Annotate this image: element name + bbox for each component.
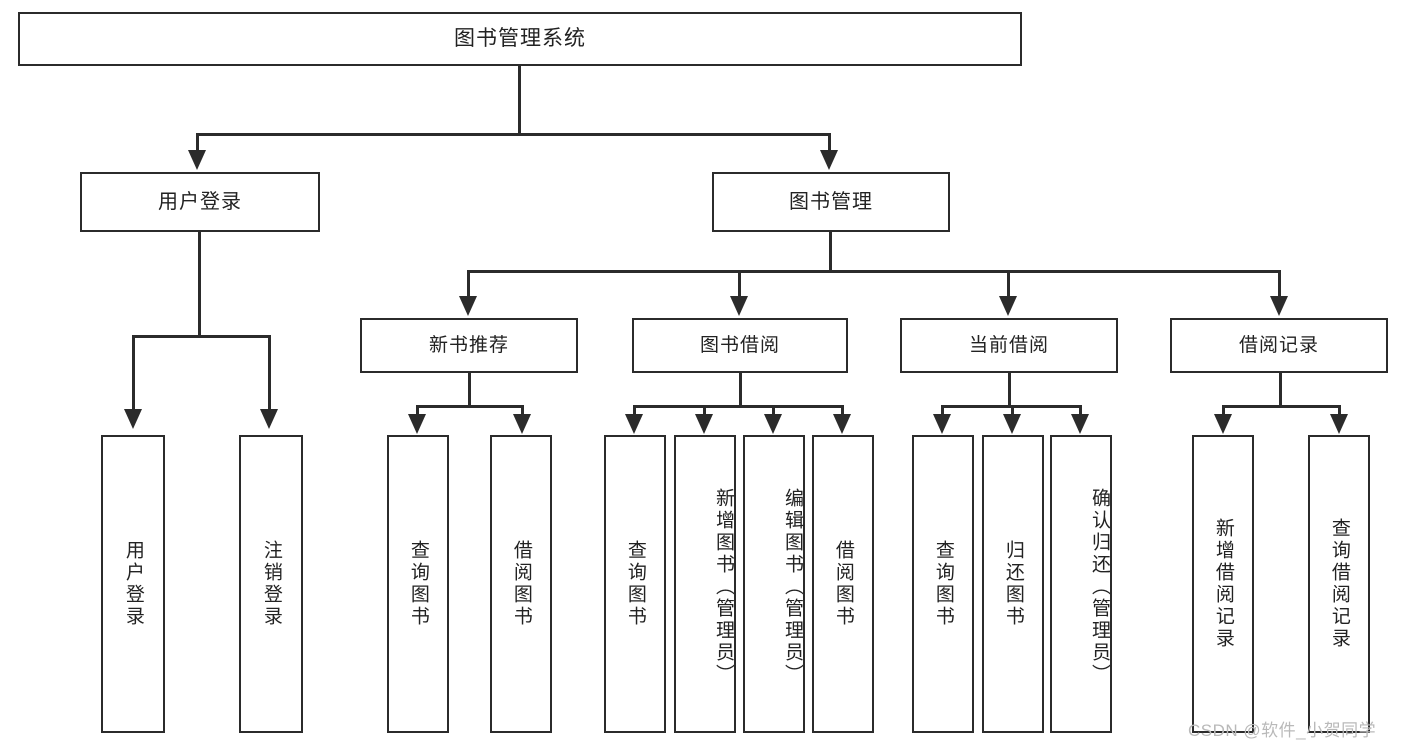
connector-book-borrow-to-leaf-1 (633, 405, 636, 419)
connector-current-borrow-to-leaf-3 (1079, 405, 1082, 419)
arrowhead-book-borrow-leaf-3 (764, 414, 782, 434)
node-label: 查询图书 (407, 540, 429, 628)
node-leaf-query-book-new-rec[interactable]: 查询图书 (387, 435, 449, 733)
arrowhead-root-to-user-login (188, 150, 206, 170)
arrowhead-book-borrow-leaf-2 (695, 414, 713, 434)
connector-book-manage-to-new-book-rec (467, 270, 470, 300)
connector-root-to-book-manage (828, 133, 831, 155)
node-label: 借阅图书 (832, 540, 854, 628)
node-leaf-borrow-book-borrow[interactable]: 借阅图书 (812, 435, 874, 733)
connector-book-manage-to-current-borrow (1007, 270, 1010, 300)
node-label: 借阅记录 (1238, 334, 1319, 356)
arrowhead-user-login-leaf-2 (260, 409, 278, 429)
connector-user-login-stem (198, 232, 201, 337)
node-leaf-query-borrow-record[interactable]: 查询借阅记录 (1308, 435, 1370, 733)
connector-current-borrow-stem (1008, 373, 1011, 407)
arrowhead-book-manage-book-borrow (730, 296, 748, 316)
node-leaf-query-book-borrow[interactable]: 查询图书 (604, 435, 666, 733)
node-label: 注销登录 (260, 540, 282, 628)
connector-current-borrow-to-leaf-1 (941, 405, 944, 419)
arrowhead-current-borrow-leaf-2 (1003, 414, 1021, 434)
arrowhead-book-borrow-leaf-4 (833, 414, 851, 434)
node-leaf-return-book[interactable]: 归还图书 (982, 435, 1044, 733)
connector-user-login-to-leaf-2 (268, 335, 271, 413)
node-label: 查询借阅记录 (1328, 518, 1350, 650)
connector-new-book-rec-stem (468, 373, 471, 407)
node-book-manage[interactable]: 图书管理 (712, 172, 950, 232)
connector-root-to-user-login (196, 133, 199, 155)
arrowhead-borrow-record-leaf-2 (1330, 414, 1348, 434)
node-label: 用户登录 (158, 190, 242, 213)
arrowhead-user-login-leaf-1 (124, 409, 142, 429)
connector-borrow-record-to-leaf-2 (1338, 405, 1341, 419)
connector-book-manage-to-book-borrow (738, 270, 741, 300)
connector-current-borrow-to-leaf-2 (1011, 405, 1014, 419)
node-new-book-rec[interactable]: 新书推荐 (360, 318, 578, 373)
arrowhead-book-manage-current-borrow (999, 296, 1017, 316)
arrowhead-book-manage-borrow-record (1270, 296, 1288, 316)
node-leaf-confirm-return[interactable]: 确认归还（管理员） (1050, 435, 1112, 733)
node-leaf-user-logout[interactable]: 注销登录 (239, 435, 303, 733)
node-current-borrow[interactable]: 当前借阅 (900, 318, 1118, 373)
arrowhead-borrow-record-leaf-1 (1214, 414, 1232, 434)
connector-root-bar (196, 133, 830, 136)
node-book-borrow[interactable]: 图书借阅 (632, 318, 848, 373)
connector-borrow-record-stem (1279, 373, 1282, 407)
node-leaf-user-login[interactable]: 用户登录 (101, 435, 165, 733)
node-user-login[interactable]: 用户登录 (80, 172, 320, 232)
arrowhead-book-manage-new-book-rec (459, 296, 477, 316)
connector-book-borrow-to-leaf-4 (841, 405, 844, 419)
node-borrow-record[interactable]: 借阅记录 (1170, 318, 1388, 373)
arrowhead-current-borrow-leaf-1 (933, 414, 951, 434)
node-label: 图书管理 (789, 190, 873, 213)
connector-book-manage-to-borrow-record (1278, 270, 1281, 300)
connector-user-login-to-leaf-1 (132, 335, 135, 413)
node-label: 新增图书（管理员） (713, 488, 734, 686)
node-label: 图书借阅 (699, 334, 780, 356)
node-label: 查询图书 (932, 540, 954, 628)
connector-borrow-record-bar (1222, 405, 1339, 408)
node-label: 确认归还（管理员） (1089, 488, 1110, 686)
connector-book-borrow-to-leaf-2 (703, 405, 706, 419)
node-root-book-management-system[interactable]: 图书管理系统 (18, 12, 1022, 66)
node-leaf-query-book-current[interactable]: 查询图书 (912, 435, 974, 733)
connector-new-book-rec-bar (416, 405, 522, 408)
node-leaf-add-book[interactable]: 新增图书（管理员） (674, 435, 736, 733)
watermark-text: CSDN @软件_小贺同学 (1188, 721, 1377, 740)
connector-new-book-rec-to-leaf-2 (521, 405, 524, 419)
arrowhead-current-borrow-leaf-3 (1071, 414, 1089, 434)
connector-book-borrow-to-leaf-3 (772, 405, 775, 419)
arrowhead-book-borrow-leaf-1 (625, 414, 643, 434)
node-label: 用户登录 (122, 540, 144, 628)
connector-borrow-record-to-leaf-1 (1222, 405, 1225, 419)
connector-root-stem (518, 66, 521, 135)
connector-user-login-bar (132, 335, 270, 338)
node-label: 查询图书 (624, 540, 646, 628)
connector-new-book-rec-to-leaf-1 (416, 405, 419, 419)
node-label: 新书推荐 (428, 334, 509, 356)
node-label: 图书管理系统 (454, 26, 586, 50)
node-leaf-edit-book[interactable]: 编辑图书（管理员） (743, 435, 805, 733)
connector-book-manage-bar (467, 270, 1281, 273)
connector-book-borrow-stem (739, 373, 742, 407)
arrowhead-new-book-rec-leaf-1 (408, 414, 426, 434)
node-label: 归还图书 (1002, 540, 1024, 628)
node-label: 编辑图书（管理员） (782, 488, 803, 686)
node-leaf-add-borrow-record[interactable]: 新增借阅记录 (1192, 435, 1254, 733)
arrowhead-root-to-book-manage (820, 150, 838, 170)
csdn-watermark: CSDN @软件_小贺同学 (1188, 716, 1376, 741)
node-label: 借阅图书 (510, 540, 532, 628)
connector-book-borrow-bar (633, 405, 843, 408)
node-leaf-borrow-book-new-rec[interactable]: 借阅图书 (490, 435, 552, 733)
node-label: 新增借阅记录 (1212, 518, 1234, 650)
node-label: 当前借阅 (968, 334, 1049, 356)
arrowhead-new-book-rec-leaf-2 (513, 414, 531, 434)
connector-book-manage-stem (829, 232, 832, 272)
